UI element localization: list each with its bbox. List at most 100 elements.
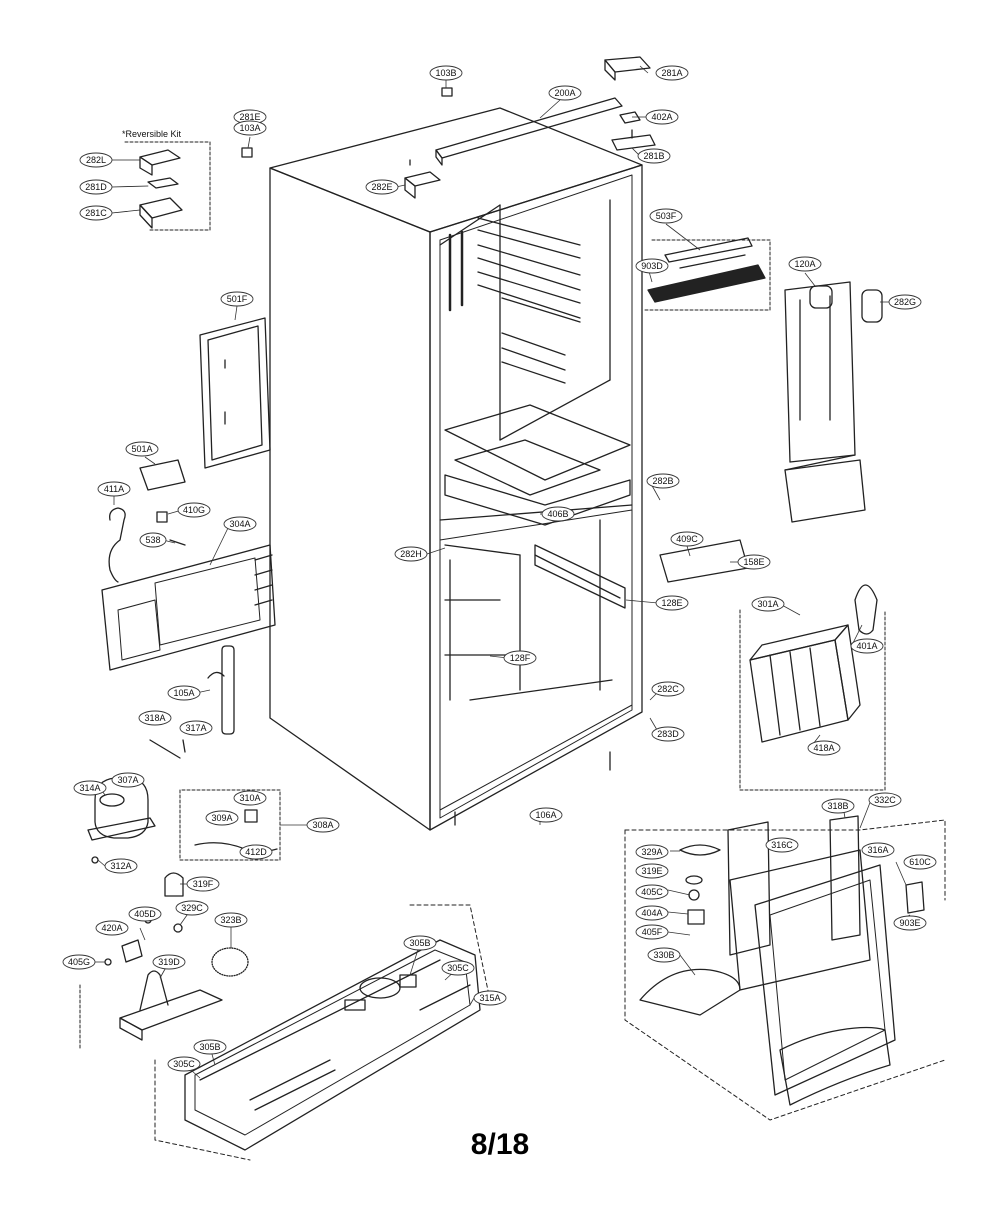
drain-tube [149,645,235,759]
callout-405c: 405C [635,884,669,900]
callout-text: 610C [909,857,931,867]
callout-text: 301A [757,599,778,609]
callout-bubble [635,844,669,860]
callout-bubble [193,1039,227,1055]
callout-501f: 501F [220,291,254,307]
callout-308a: 308A [306,817,340,833]
callout-bubble [177,502,211,518]
callout-bubble [637,148,671,164]
callout-332c: 332C [868,792,902,808]
callout-282b: 282B [646,473,680,489]
callout-text: 319F [193,879,214,889]
callout-309a: 309A [205,810,239,826]
callout-bubble [125,441,159,457]
callout-text: 406B [547,509,568,519]
top-parts [241,56,656,199]
bracket-319f [164,872,184,897]
callout-bubble [139,532,167,548]
callout-text: 103B [435,68,456,78]
callout-bubble [429,65,463,81]
callout-305b: 305B [403,935,437,951]
callout-text: 103A [239,123,260,133]
callout-text: 405F [642,927,663,937]
callout-bubble [365,179,399,195]
door-gasket [199,317,271,469]
callout-329a: 329A [635,844,669,860]
callout-281d: 281D [79,179,113,195]
callout-text: 158E [743,557,764,567]
callout-text: 316A [867,845,888,855]
panel-501a [139,459,186,491]
callout-text: 282G [894,297,916,307]
callout-281a: 281A [655,65,689,81]
callout-text: 281B [643,151,664,161]
callout-158e: 158E [737,554,771,570]
reversible-kit [111,141,211,231]
callout-316c: 316C [765,837,799,853]
callout-text: 330B [653,950,674,960]
callout-406b: 406B [541,506,575,522]
callout-405g: 405G [62,954,96,970]
callout-bubble [394,546,428,562]
callout-bubble [128,906,162,922]
callout-bubble [233,790,267,806]
callout-text: 307A [117,775,138,785]
callout-903e: 903E [893,915,927,931]
callout-bubble [888,294,922,310]
callout-text: 404A [641,908,662,918]
callout-text: 903D [641,261,663,271]
callout-bubble [186,876,220,892]
callout-text: 315A [479,993,500,1003]
callout-text: 281A [661,68,682,78]
callout-text: 305B [409,938,430,948]
base-bracket [79,916,249,1051]
callout-bubble [214,912,248,928]
callout-bubble [79,205,113,221]
callout-text: 329A [641,847,662,857]
callout-bubble [635,924,669,940]
callout-bubble [97,481,131,497]
callout-405f: 405F [635,924,669,940]
callout-bubble [635,905,669,921]
callout-318a: 318A [138,710,172,726]
callout-bubble [138,710,172,726]
callout-text: 318A [144,713,165,723]
callout-282h: 282H [394,546,428,562]
callout-text: 503F [656,211,677,221]
callout-bubble [403,935,437,951]
callout-410g: 410G [177,502,211,518]
callout-bubble [646,473,680,489]
callout-text: 501A [131,444,152,454]
callout-bubble [635,258,669,274]
callout-bubble [651,726,685,742]
callout-bubble [655,595,689,611]
callout-text: 319E [641,866,662,876]
callout-319d: 319D [152,954,186,970]
callout-420a: 420A [95,920,129,936]
callout-282l: 282L [79,152,113,168]
callout-bubble [649,208,683,224]
callout-bubble [167,1056,201,1072]
callout-text: 308A [312,820,333,830]
base-tray [154,904,491,1161]
callout-bubble [152,954,186,970]
callout-text: 282H [400,549,422,559]
callout-text: 332C [874,795,896,805]
callout-903d: 903D [635,258,669,274]
callout-bubble [645,109,679,125]
callout-text: 282C [657,684,679,694]
callout-text: 305C [173,1059,195,1069]
callout-411a: 411A [97,481,131,497]
callout-text: 501F [227,294,248,304]
callout-text: 317A [185,723,206,733]
callout-404a: 404A [635,905,669,921]
callout-312a: 312A [104,858,138,874]
callout-text: 105A [173,688,194,698]
callout-501a: 501A [125,441,159,457]
cabinet [269,107,643,831]
callout-text: 128F [510,653,531,663]
callout-bubble [220,291,254,307]
callout-bubble [306,817,340,833]
callout-bubble [104,858,138,874]
